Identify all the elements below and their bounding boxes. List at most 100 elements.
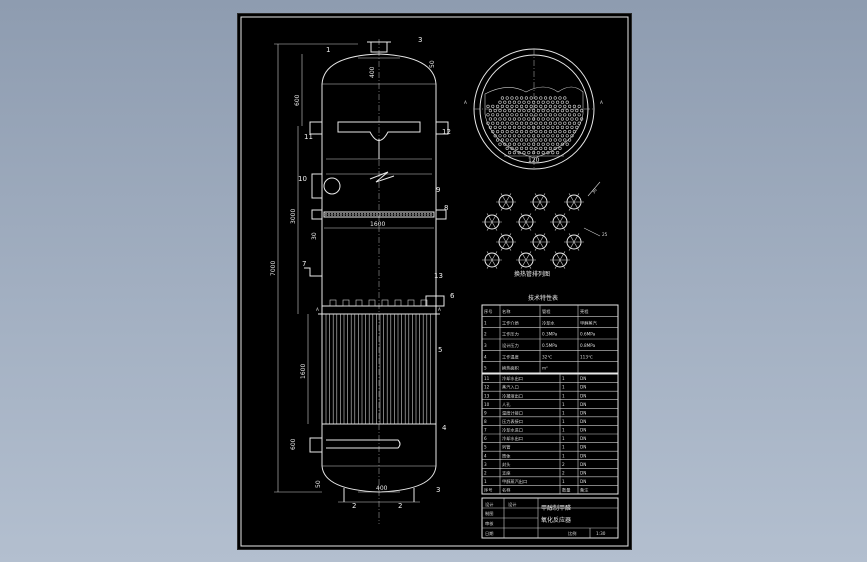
catalyst-dot [345,213,349,216]
nozzle-cell: DN [580,428,586,433]
section-tube [563,113,567,117]
nozzle-cell: 13 [484,393,490,398]
section-tube [553,96,557,100]
section-tube [522,108,526,113]
catalyst-dot [381,213,385,216]
tech-cell: 0.6MPa [580,332,596,337]
catalyst-dot [336,213,340,216]
section-tube [486,104,490,108]
section-tube [553,121,557,125]
section-tube [534,138,538,142]
label-1: 1 [326,46,330,54]
section-tube [527,100,531,104]
section-tube [524,129,529,134]
section-tube [548,129,553,134]
section-tube [532,151,536,155]
section-tube [560,142,565,146]
section-tube [560,100,565,104]
section-tube [565,117,569,121]
section-tube [551,125,555,129]
top-head [321,53,437,85]
section-tube [503,125,507,129]
section-tube [505,146,509,150]
section-tube [558,104,562,108]
label-2b: 2 [398,502,402,510]
nozzle-cell: 1 [562,393,565,398]
section-tube [529,146,533,150]
nozzle-cell: 1 [562,453,565,458]
section-tube [500,129,505,134]
tech-cell: 0.8MPa [580,343,596,348]
section-tube [546,125,550,129]
section-tube [534,121,538,125]
section-tube [541,151,545,155]
section-tube [551,142,555,146]
tech-cell: 113℃ [580,354,593,359]
section-tube [517,125,521,129]
section-tube [551,117,555,121]
section-tube [551,100,555,104]
section-tube [539,138,543,142]
section-tube [551,134,555,138]
section-tube [546,108,550,113]
section-tube [541,125,545,129]
tube-cap [368,299,376,307]
section-tube [565,134,569,138]
nozzle-cell: DN [580,470,586,475]
section-tube [522,134,526,138]
section-tube [512,151,517,155]
tube-caps [329,299,428,307]
section-tube [500,104,505,108]
section-tube [546,117,550,121]
section-tube [508,151,512,155]
tech-cell: 工作压力 [502,331,519,338]
layout-axis [568,233,580,251]
section-tube [517,108,521,113]
nozzle-cell: 2 [484,470,487,475]
dim-bottom-gap-text: 400 [376,485,388,492]
section-tube [563,121,567,125]
section-tube [510,129,514,134]
section-tube [548,138,553,142]
label-12: 12 [442,128,451,136]
tech-cell: 3 [484,343,487,348]
section-tube [496,113,500,117]
section-tube [534,113,538,117]
detail-size: 25 [602,232,608,237]
section-tube [503,142,507,146]
section-tube [529,113,533,117]
nozzle-cell: 温度计接口 [502,409,523,416]
section-tube [503,117,507,121]
section-tube [520,96,524,100]
section-tube [563,96,567,100]
layout-axis [534,193,546,211]
section-tube [556,125,560,129]
nozzle-cell: DN [580,462,586,467]
catalyst-dot [360,213,364,216]
label-6: 6 [450,292,455,300]
catalyst-dot [327,213,331,216]
section-tube [498,108,502,113]
catalyst-dot [342,213,346,216]
section-tube [544,138,548,142]
section-tube [520,113,524,117]
section-tube [524,146,529,150]
section-tube [503,134,507,138]
tube-cap [381,299,389,307]
nozzle-cell: 3 [484,462,487,467]
catalyst-dot [339,213,343,216]
catalyst-dot [405,213,409,216]
section-tube [534,146,538,150]
layout-axis [500,193,512,211]
nozzle-cell: 1 [484,479,487,484]
layout-axis [520,213,532,231]
section-tube [503,108,507,113]
section-tube [536,134,541,138]
catalyst-dot [330,213,334,216]
tech-cell: 甲醇蒸汽 [580,319,598,326]
section-tube [491,129,495,134]
section-tube [496,138,500,142]
section-tube [560,117,565,121]
section-tube [512,117,517,121]
